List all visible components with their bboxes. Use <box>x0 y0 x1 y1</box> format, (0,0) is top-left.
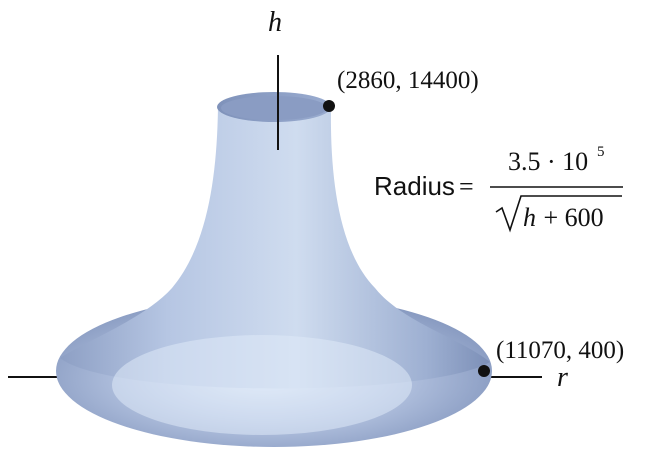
bottom-point <box>478 365 490 377</box>
surface-base-highlight <box>112 335 412 435</box>
surface-neck <box>60 107 490 389</box>
formula-exponent: 5 <box>597 144 605 160</box>
formula-equals: = <box>459 172 474 201</box>
surface-top-inner <box>221 96 327 120</box>
formula-denominator-rest: + 600 <box>537 203 604 232</box>
formula-denominator-var: h <box>523 203 536 232</box>
sqrt-sign <box>495 195 622 233</box>
formula-lhs: Radius <box>374 171 455 201</box>
r-axis-label: r <box>557 362 568 393</box>
top-point-label: (2860, 14400) <box>337 67 479 94</box>
top-point <box>323 100 335 112</box>
bottom-point-label: (11070, 400) <box>496 337 624 364</box>
h-axis-label: h <box>268 7 282 38</box>
formula-numerator: 3.5 · 10 <box>508 147 588 176</box>
